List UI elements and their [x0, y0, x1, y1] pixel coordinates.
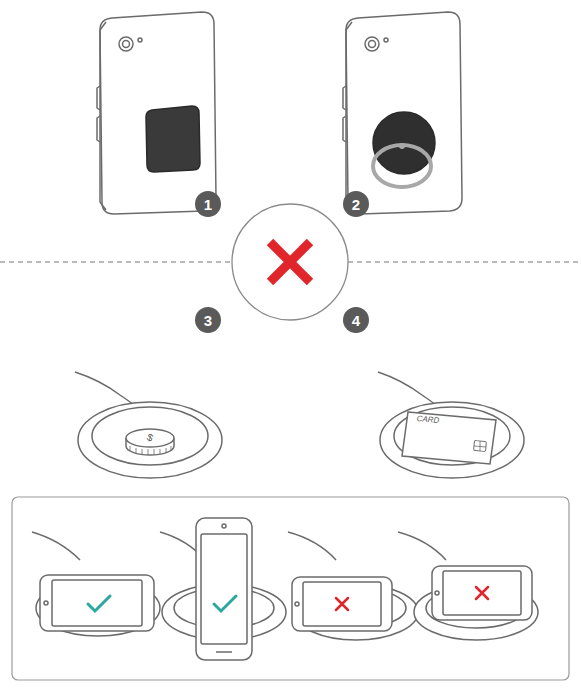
charger-with-coin	[75, 372, 222, 478]
check-mark	[88, 596, 236, 611]
cross-mark	[336, 587, 488, 610]
callout-circle	[195, 191, 369, 333]
charger-with-card	[378, 372, 524, 478]
callout-number: 1	[204, 197, 212, 212]
phone-back-plate	[97, 12, 216, 214]
placement-panel	[12, 497, 569, 680]
red-cross	[270, 242, 310, 282]
callout-number: 2	[352, 197, 360, 212]
phone-back-ring	[343, 12, 462, 214]
placement-examples	[32, 518, 538, 660]
callout-number: 4	[352, 313, 360, 328]
callout-number: 3	[204, 313, 212, 328]
prohibition-circle	[232, 204, 348, 320]
